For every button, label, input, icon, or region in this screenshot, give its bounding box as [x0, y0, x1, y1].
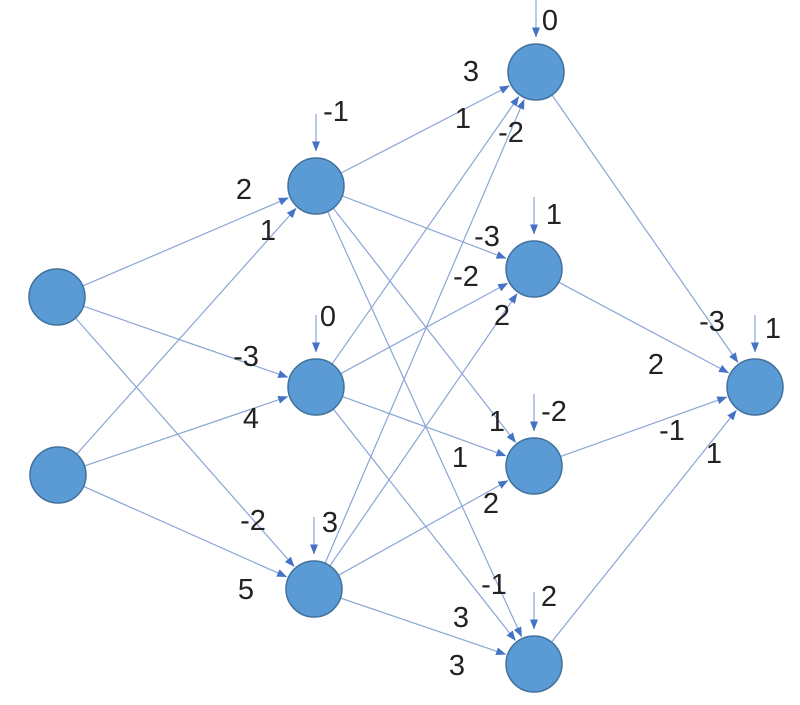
weight-label-hidden1-3-to-hidden2-2: 2 — [494, 300, 510, 332]
neuron-node-hidden2-2 — [505, 240, 563, 298]
weight-label-hidden1-3-to-hidden2-3: 2 — [483, 488, 499, 520]
bias-label-output-1: 1 — [765, 313, 781, 345]
edge-hidden1-3-to-hidden2-2 — [329, 293, 518, 567]
edge-input-1-to-hidden1-2 — [83, 305, 289, 378]
edge-hidden2-3-to-output-1 — [560, 396, 728, 458]
bias-label-hidden2-4: 2 — [541, 581, 557, 613]
edge-hidden1-2-to-hidden2-4 — [332, 408, 516, 641]
neuron-node-input-1 — [28, 268, 86, 326]
edge-input-2-to-hidden1-1 — [76, 207, 297, 455]
weight-label-hidden2-2-to-output-1: 2 — [648, 349, 664, 381]
bias-label-hidden1-1: -1 — [323, 96, 349, 128]
edge-input-2-to-hidden1-3 — [83, 485, 288, 578]
weight-label-input-1-to-hidden1-1: 2 — [236, 174, 252, 206]
edges-group — [75, 85, 739, 656]
neuron-node-hidden1-2 — [287, 358, 345, 416]
edge-hidden2-1-to-output-1 — [551, 94, 739, 363]
weight-label-input-2-to-hidden1-3: 5 — [238, 574, 254, 606]
neuron-node-hidden1-3 — [285, 560, 343, 618]
weight-label-hidden1-2-to-hidden2-4: 3 — [453, 602, 469, 634]
bias-label-hidden2-1: 0 — [542, 5, 558, 37]
weight-label-hidden1-1-to-hidden2-3: 1 — [489, 406, 505, 438]
weight-label-hidden2-1-to-output-1: -3 — [699, 306, 725, 338]
edge-hidden1-3-to-hidden2-4 — [340, 597, 507, 656]
bias-label-hidden1-2: 0 — [320, 301, 336, 333]
weight-label-input-1-to-hidden1-3: -2 — [240, 505, 266, 537]
weight-label-hidden1-2-to-hidden2-2: -2 — [453, 261, 479, 293]
weight-label-input-1-to-hidden1-2: -3 — [233, 341, 259, 373]
bias-arrows-group — [310, 0, 759, 630]
neuron-node-hidden1-1 — [287, 157, 345, 215]
edge-hidden2-4-to-output-1 — [550, 410, 737, 643]
weight-label-hidden2-3-to-output-1: -1 — [659, 415, 685, 447]
weight-label-input-2-to-hidden1-2: 4 — [243, 403, 259, 435]
weight-label-hidden1-3-to-hidden2-4: 3 — [449, 650, 465, 682]
neuron-node-output-1 — [726, 358, 784, 416]
bias-label-hidden1-3: 3 — [322, 507, 338, 539]
weight-label-hidden1-1-to-hidden2-4: -1 — [481, 569, 507, 601]
weight-label-hidden1-1-to-hidden2-1: 3 — [463, 56, 479, 88]
edge-hidden1-1-to-hidden2-2 — [341, 195, 507, 259]
edge-hidden1-1-to-hidden2-1 — [340, 85, 510, 174]
edge-hidden1-2-to-hidden2-2 — [340, 282, 509, 375]
edge-hidden2-2-to-output-1 — [558, 281, 729, 374]
bias-label-hidden2-2: 1 — [546, 199, 562, 231]
edge-input-1-to-hidden1-3 — [75, 317, 295, 567]
weight-label-hidden1-2-to-hidden2-1: 1 — [455, 103, 471, 135]
edge-input-2-to-hidden1-2 — [84, 395, 289, 467]
weight-label-hidden1-2-to-hidden2-3: 1 — [452, 442, 468, 474]
weight-label-hidden2-4-to-output-1: 1 — [706, 438, 722, 470]
neuron-node-hidden2-3 — [505, 437, 563, 495]
edge-hidden1-1-to-hidden2-3 — [332, 207, 517, 443]
edge-hidden1-3-to-hidden2-3 — [338, 480, 509, 576]
neuron-node-input-2 — [29, 446, 87, 504]
edge-input-1-to-hidden1-1 — [82, 197, 289, 287]
edge-hidden1-2-to-hidden2-1 — [331, 96, 520, 365]
weight-label-input-2-to-hidden1-1: 1 — [260, 215, 276, 247]
neuron-node-hidden2-1 — [507, 43, 565, 101]
edge-hidden1-1-to-hidden2-4 — [327, 211, 523, 638]
neuron-node-hidden2-4 — [505, 635, 563, 693]
nodes-group — [28, 43, 784, 693]
weight-label-hidden1-1-to-hidden2-2: -3 — [474, 221, 500, 253]
weight-label-hidden1-3-to-hidden2-1: -2 — [498, 117, 524, 149]
edge-hidden1-2-to-hidden2-3 — [342, 395, 507, 457]
bias-label-hidden2-3: -2 — [541, 396, 567, 428]
edge-hidden1-3-to-hidden2-1 — [324, 99, 525, 564]
